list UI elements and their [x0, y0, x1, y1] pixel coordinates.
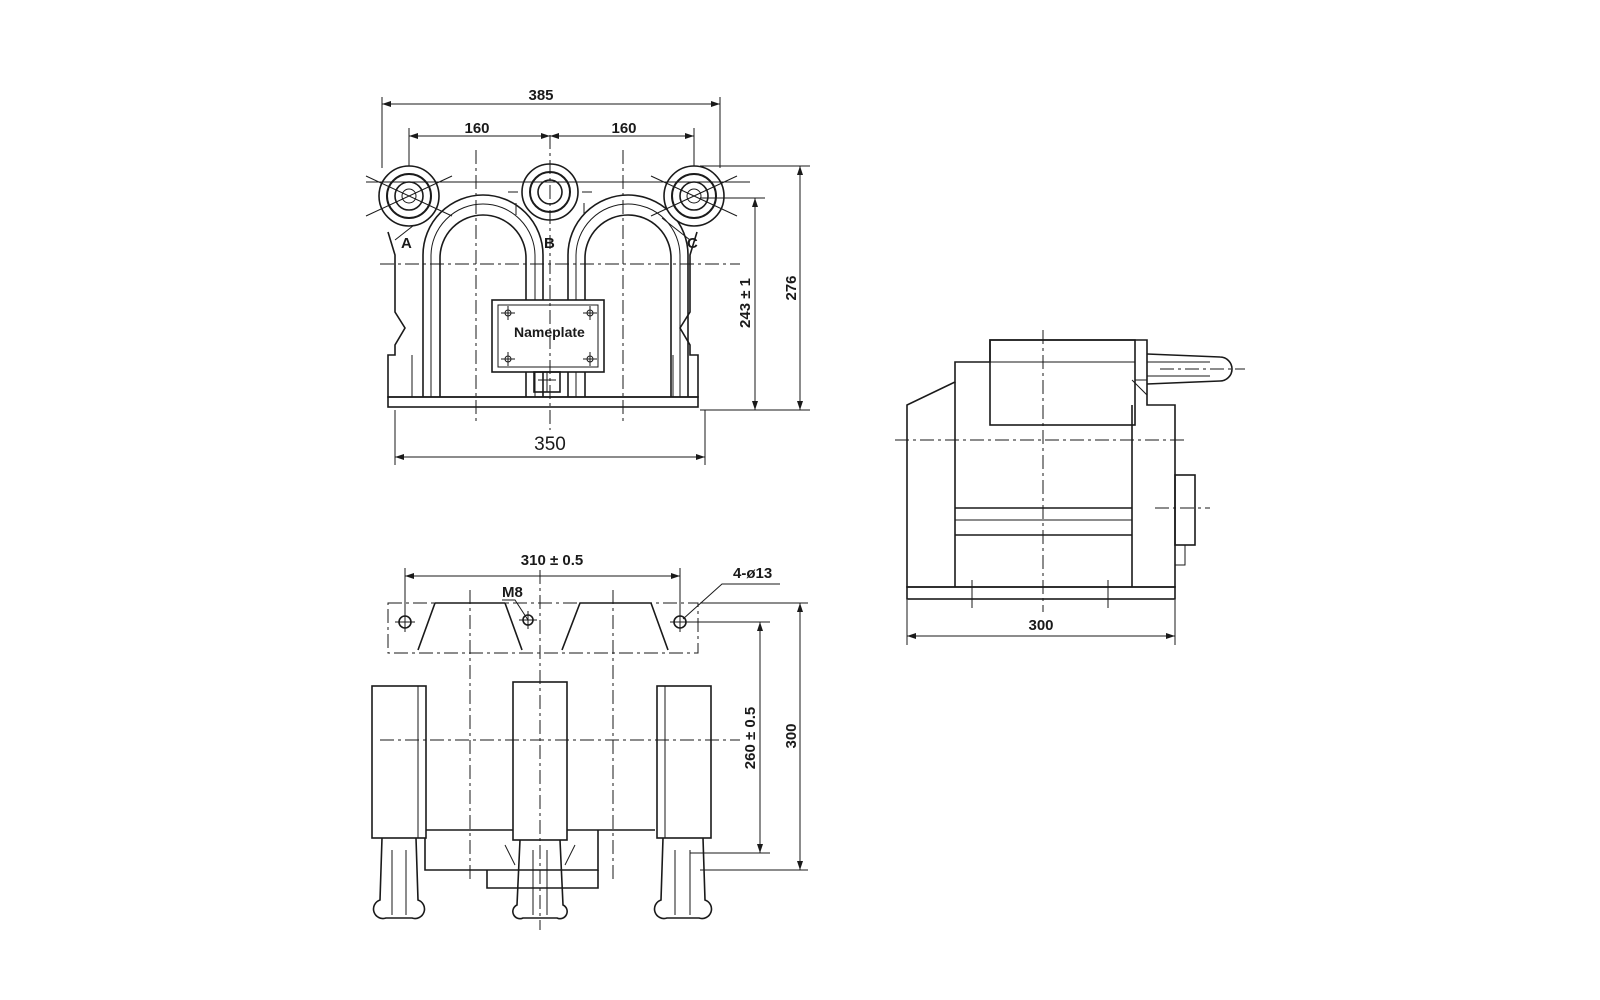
holes-callout: 4-ø13	[733, 565, 772, 582]
dim-pitch-left: 160	[464, 120, 489, 137]
top-view: 310 ± 0.5 4-ø13 M8 260 ± 0.5 300	[371, 552, 808, 930]
winding-left-inner	[439, 214, 527, 397]
dim-height-overall: 276	[783, 275, 800, 300]
mounting-hole-right	[670, 612, 690, 632]
winding-left-outer	[422, 194, 544, 397]
dim-height-terminal: 243 ± 1	[737, 278, 754, 328]
mounting-flange	[387, 602, 699, 654]
nameplate: Nameplate	[491, 299, 605, 373]
dim-base-width: 350	[534, 434, 566, 455]
dim-overall-width: 385	[528, 87, 553, 104]
terminal-c-label: C	[687, 235, 698, 252]
mounting-hole-left	[395, 612, 415, 632]
top-body-outline	[424, 830, 599, 871]
column-c	[653, 685, 713, 920]
dim-hole-spacing-x: 310 ± 0.5	[521, 552, 583, 569]
side-base	[906, 586, 1176, 600]
column-a	[371, 685, 427, 920]
winding-right-inner	[584, 214, 672, 397]
terminal-c	[650, 165, 738, 227]
hv-bushing	[1146, 353, 1233, 385]
dim-pitch-right: 160	[611, 120, 636, 137]
hv-terminal-block	[989, 339, 1136, 426]
nameplate-label: Nameplate	[514, 324, 585, 340]
ground-bolt-callout: M8	[502, 584, 523, 601]
dim-depth: 300	[783, 723, 800, 748]
secondary-box	[1174, 474, 1196, 546]
dim-side-base-length: 300	[1028, 617, 1053, 634]
front-view: A B C Nameplate 385 160	[365, 87, 810, 465]
dim-hole-spacing-y: 260 ± 0.5	[742, 707, 759, 769]
side-view: 300	[895, 330, 1245, 645]
winding-right-outer	[567, 194, 689, 397]
terminal-a	[365, 165, 453, 227]
front-base	[387, 396, 699, 408]
terminal-a-label: A	[401, 235, 412, 252]
